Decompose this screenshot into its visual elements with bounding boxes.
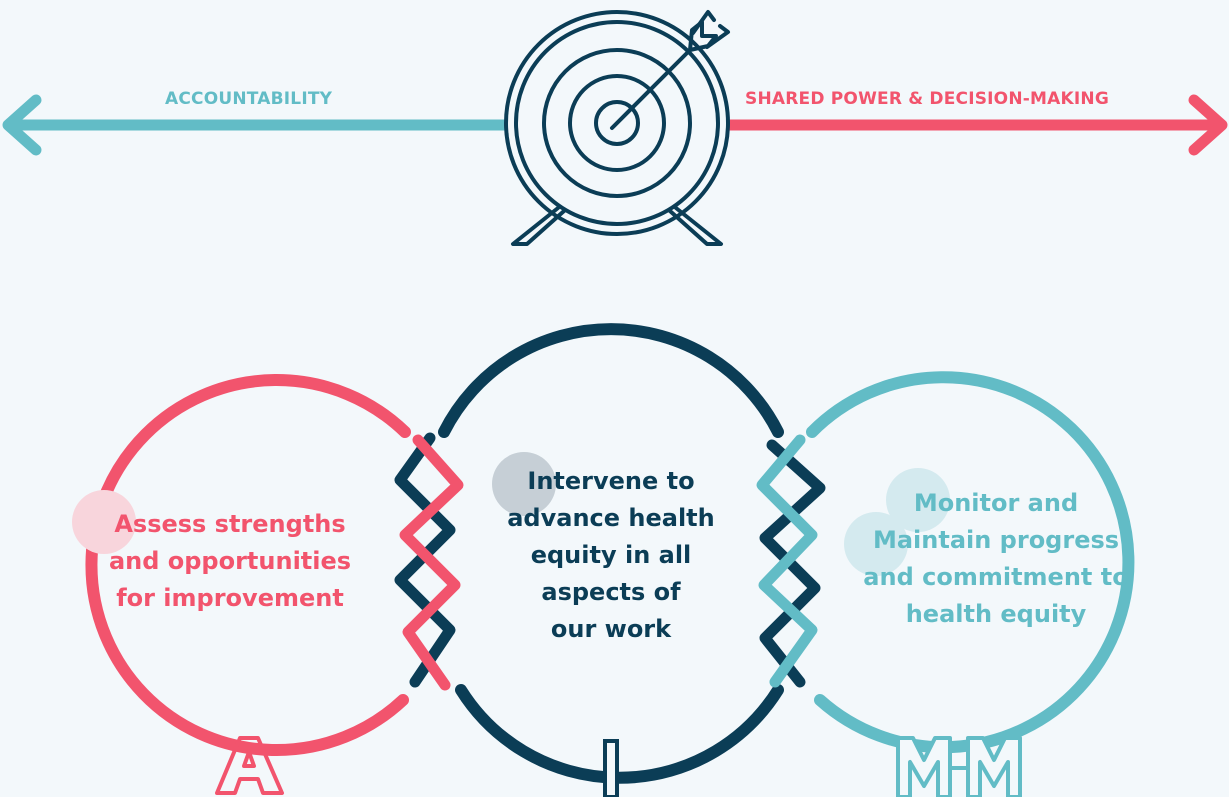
letter-a [215, 736, 284, 795]
accountability-arrow [2, 94, 514, 156]
right-chain-link [756, 434, 826, 688]
assess-dot [72, 490, 136, 554]
letter-mm [896, 736, 1022, 797]
monitor-dot-2 [844, 512, 908, 576]
intervene-text: Intervene to advance health equity in al… [507, 467, 715, 643]
letter-i [603, 739, 619, 797]
monitor-text: Monitor and Maintain progress and commit… [863, 489, 1129, 628]
intervene-circle [438, 323, 784, 784]
assess-circle [85, 374, 411, 756]
assess-text: Assess strengths and opportunities for i… [108, 510, 352, 612]
left-chain-link [394, 432, 464, 691]
intervene-dot [492, 452, 556, 516]
accountability-label: ACCOUNTABILITY [165, 89, 333, 109]
target-icon [504, 10, 730, 246]
shared-power-arrow [718, 94, 1228, 156]
shared-power-label: SHARED POWER & DECISION-MAKING [745, 89, 1109, 109]
